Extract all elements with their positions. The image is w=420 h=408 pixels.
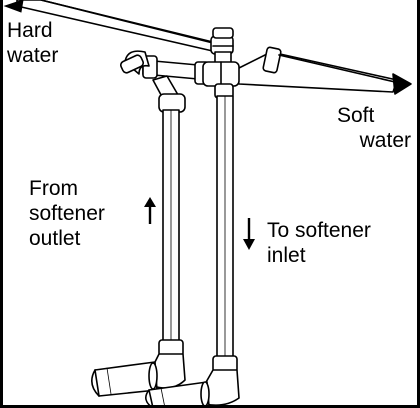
to-softener-inlet-label: To softener inlet bbox=[267, 218, 371, 268]
softener-outlet-pipe bbox=[152, 109, 186, 389]
tee-fitting bbox=[202, 61, 240, 99]
from-softener-outlet-label: From softener outlet bbox=[29, 176, 105, 251]
to-softener-inlet-line2: inlet bbox=[267, 244, 306, 267]
bottom-outlet-horizontal-pipe bbox=[91, 361, 158, 397]
hard-water-label-line1: Hard bbox=[7, 19, 53, 42]
from-softener-outlet-line1: From bbox=[29, 177, 78, 200]
top-elbow-fitting bbox=[210, 27, 234, 55]
outlet-upper-elbow bbox=[120, 50, 186, 113]
soft-water-label: Soft water bbox=[323, 103, 411, 153]
soft-water-outlet-pipe bbox=[234, 46, 398, 93]
softener-inlet-pipe bbox=[204, 95, 240, 405]
bottom-inlet-horizontal-pipe bbox=[145, 381, 210, 405]
pipe-diagram bbox=[3, 0, 412, 405]
soft-water-flow-arrow bbox=[392, 73, 412, 95]
up-arrow-icon bbox=[144, 197, 156, 224]
hard-water-flow-arrow bbox=[3, 0, 24, 13]
to-softener-inlet-line1: To softener bbox=[267, 219, 371, 242]
from-softener-outlet-line3: outlet bbox=[29, 227, 81, 250]
from-softener-outlet-line2: softener bbox=[29, 202, 105, 225]
hard-water-label: Hard water bbox=[7, 18, 58, 68]
soft-water-label-line1: Soft bbox=[337, 104, 375, 127]
hard-water-label-line2: water bbox=[7, 44, 59, 67]
soft-water-label-line2: water bbox=[359, 129, 411, 152]
down-arrow-icon bbox=[243, 218, 255, 250]
